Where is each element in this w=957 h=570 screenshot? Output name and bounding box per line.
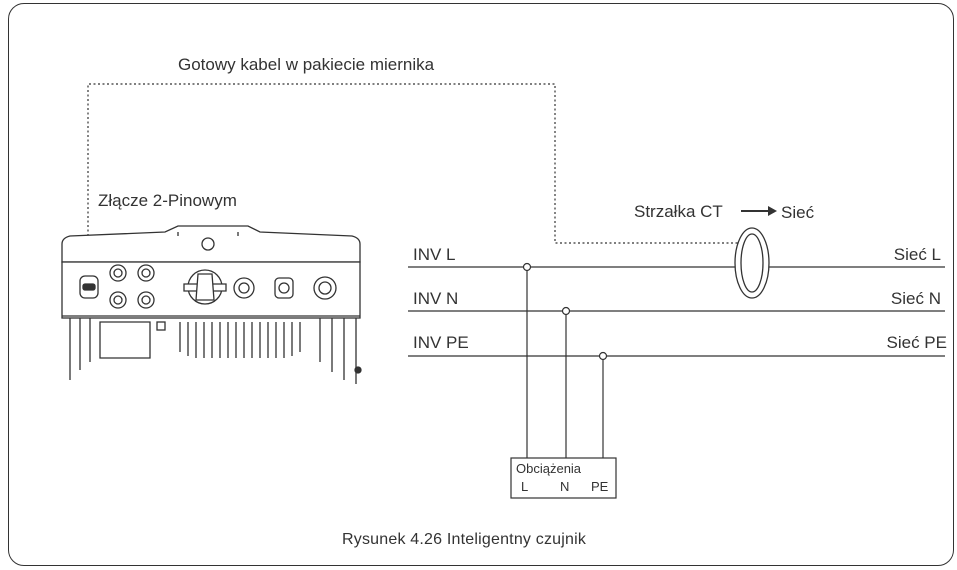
inverter-icon xyxy=(61,225,362,384)
meter-cable xyxy=(87,83,738,290)
junction-n xyxy=(561,306,571,316)
arrow-right-icon xyxy=(741,206,777,216)
wire-label-siec-l: Sieć L xyxy=(893,245,941,264)
ct-label-suffix: Sieć xyxy=(781,203,815,222)
load-box xyxy=(510,457,617,499)
ct-clamp-icon xyxy=(734,227,770,299)
wire-lines xyxy=(408,266,945,458)
load-title: Obciążenia xyxy=(516,461,582,476)
load-terminal-n: N xyxy=(560,479,570,494)
figure-caption: Rysunek 4.26 Inteligentny czujnik xyxy=(342,531,587,548)
ct-label-prefix: Strzałka CT xyxy=(634,202,723,221)
junction-l xyxy=(522,262,532,272)
wire-label-inv-pe: INV PE xyxy=(413,333,469,352)
load-terminal-pe: PE xyxy=(591,479,609,494)
connector-label: Złącze 2-Pinowym xyxy=(98,191,237,210)
wire-label-siec-n: Sieć N xyxy=(890,289,941,308)
diagram-frame xyxy=(8,3,954,566)
junction-pe xyxy=(598,351,608,361)
wire-label-siec-pe: Sieć PE xyxy=(886,333,947,352)
load-terminal-l: L xyxy=(521,479,529,494)
junction-dots xyxy=(522,262,608,361)
wire-label-inv-n: INV N xyxy=(413,289,459,308)
cable-label: Gotowy kabel w pakiecie miernika xyxy=(178,55,435,74)
wire-label-inv-l: INV L xyxy=(413,245,456,264)
